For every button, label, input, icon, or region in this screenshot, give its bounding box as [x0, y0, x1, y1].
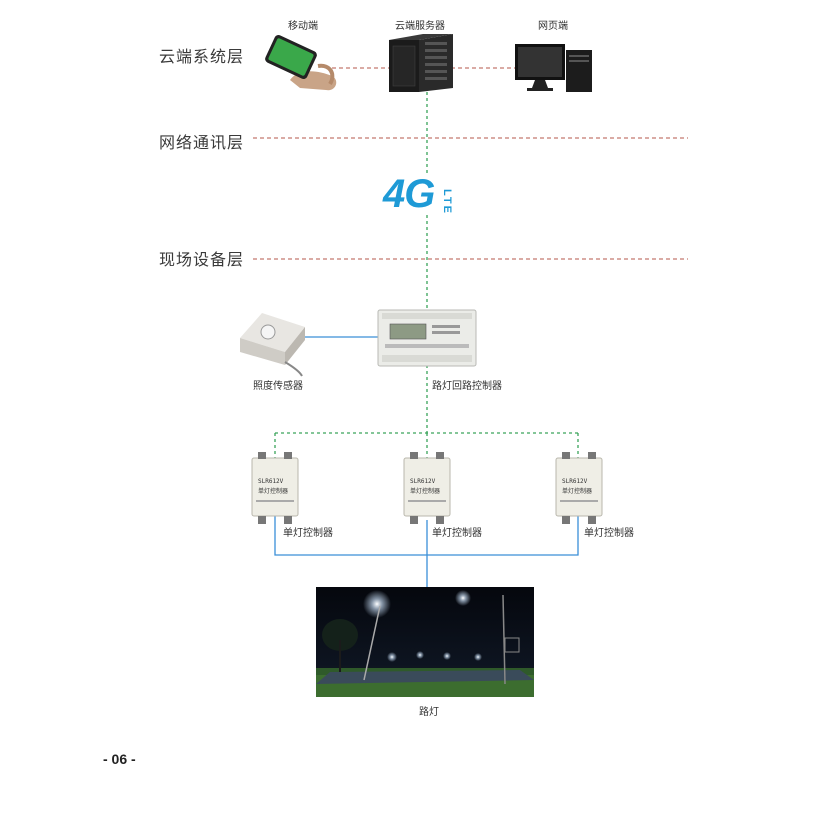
single-controller-label-3: 单灯控制器	[584, 528, 634, 539]
4g-lte-badge: 4G LTE	[383, 172, 479, 218]
page-number: - 06 -	[103, 751, 136, 767]
desktop-computer-icon	[515, 44, 592, 92]
mobile-phone-icon	[265, 35, 337, 91]
server-label: 云端服务器	[395, 21, 445, 32]
web-label: 网页端	[538, 21, 568, 32]
mobile-label: 移动端	[288, 21, 318, 32]
4g-text: 4G	[383, 172, 435, 216]
device-model-3: SLR612V	[562, 478, 588, 485]
field-layer-label: 现场设备层	[159, 250, 245, 269]
single-controller-label-1: 单灯控制器	[283, 528, 333, 539]
device-title-3: 单灯控制器	[562, 488, 593, 495]
device-model-1: SLR612V	[258, 478, 284, 485]
network-layer-label: 网络通讯层	[159, 133, 245, 152]
street-light-photo	[316, 587, 534, 697]
street-light-label: 路灯	[419, 707, 439, 718]
loop-controller-device	[377, 309, 477, 367]
server-tower-icon	[389, 34, 453, 92]
loop-controller-label: 路灯回路控制器	[432, 381, 502, 392]
device-model-2: SLR612V	[410, 478, 436, 485]
device-title-1: 单灯控制器	[258, 488, 289, 495]
single-controller-device-1	[251, 452, 299, 524]
single-controller-device-2	[403, 452, 451, 524]
light-sensor-label: 照度传感器	[253, 381, 303, 392]
single-controller-label-2: 单灯控制器	[432, 528, 482, 539]
device-title-2: 单灯控制器	[410, 488, 441, 495]
cloud-layer-label: 云端系统层	[159, 47, 245, 66]
single-controller-device-3	[555, 452, 603, 524]
lte-text: LTE	[441, 189, 453, 215]
light-sensor-icon	[240, 313, 305, 377]
